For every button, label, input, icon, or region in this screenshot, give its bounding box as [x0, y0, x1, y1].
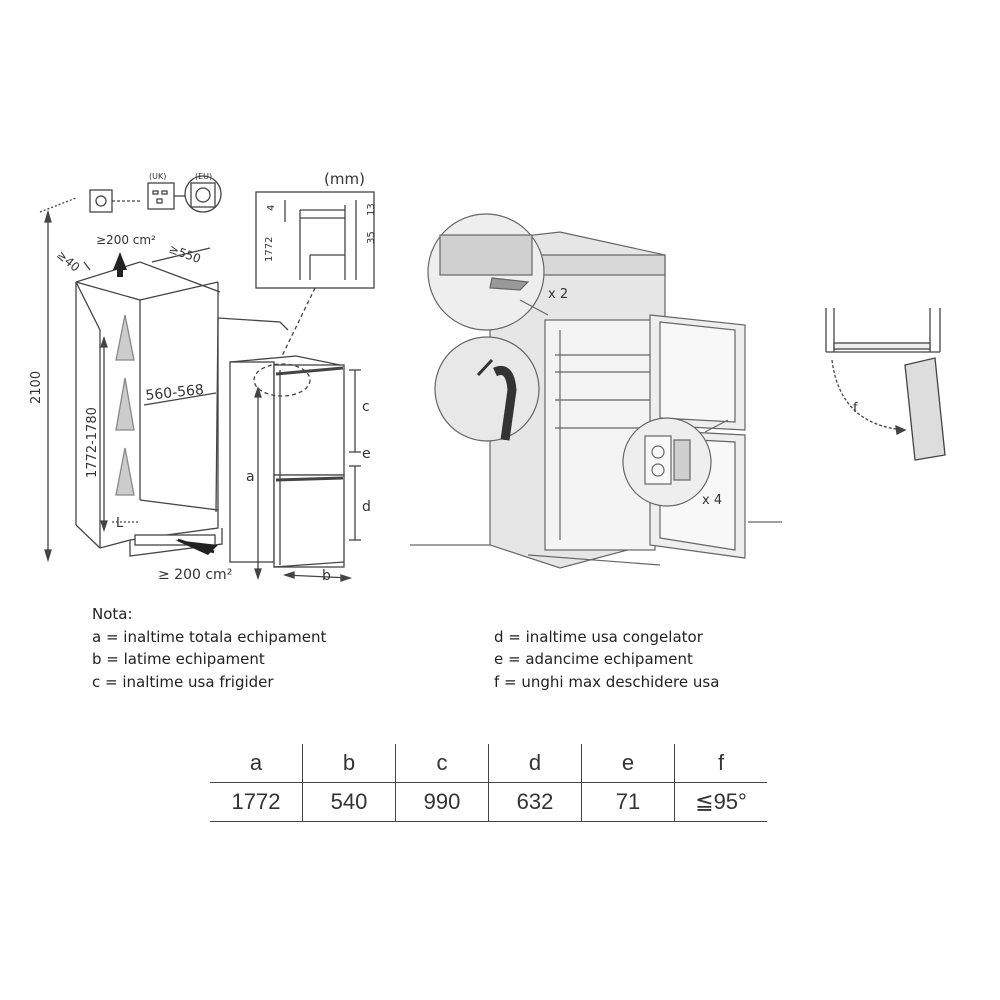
table-header-cell: e [581, 744, 675, 783]
note-e: e = adancime echipament [494, 650, 693, 668]
vent-arrow-icon [113, 252, 127, 277]
count-top: x 2 [548, 287, 568, 302]
table-cell: 71 [581, 782, 675, 822]
table-header-cell: b [302, 744, 396, 783]
label-c: c [362, 399, 370, 415]
label-d: d [362, 499, 371, 515]
label-a: a [246, 469, 255, 485]
table-cell: 1772 [210, 782, 303, 822]
table-header-cell: f [674, 744, 767, 783]
dim-height-range: 1772-1780 [85, 407, 100, 478]
units-label: (mm) [324, 170, 365, 188]
notes-heading: Nota: [92, 605, 133, 623]
table-cell: 540 [302, 782, 396, 822]
eu-socket-circle [184, 175, 222, 213]
dim-width: 560-568 [145, 382, 205, 404]
table-header-cell: c [395, 744, 489, 783]
table-cell: 990 [395, 782, 489, 822]
vent-top-label: ≥200 cm² [96, 233, 156, 247]
notes-left: Nota: a = inaltime totala echipament b =… [92, 603, 326, 693]
notes-right: d = inaltime usa congelator e = adancime… [494, 626, 719, 694]
label-b: b [322, 568, 331, 584]
note-f: f = unghi max deschidere usa [494, 672, 720, 691]
label-f: f [853, 401, 858, 416]
label-e: e [362, 446, 371, 462]
detail-dim-13: 13 [366, 203, 377, 216]
dim-l: L [116, 516, 124, 531]
note-d: d = inaltime usa congelator [494, 627, 703, 646]
detail-dim-35: 35 [366, 231, 377, 244]
detail-inset [255, 191, 375, 289]
table-header-cell: d [488, 744, 582, 783]
table-header-row: a b c d e f [210, 744, 767, 783]
table-row: 1772 540 990 632 71 ≦95° [210, 782, 767, 822]
note-c: c = inaltime usa frigider [92, 672, 274, 691]
count-bottom: x 4 [702, 493, 722, 508]
detail-dim-4: 4 [266, 205, 277, 211]
vent-bottom-label: ≥ 200 cm² [158, 567, 232, 583]
socket-eu-label: (EU) [195, 172, 212, 181]
note-a: a = inaltime totala echipament [92, 627, 327, 646]
open-door-panel [904, 357, 946, 461]
table-cell: 632 [488, 782, 582, 822]
detail-dim-1772: 1772 [264, 237, 275, 262]
freezer-door [273, 474, 345, 568]
table-cell: ≦95° [674, 782, 767, 822]
dim-total-height: 2100 [29, 371, 44, 404]
dimensions-table: a b c d e f 1772 540 990 632 71 ≦95° [210, 744, 767, 822]
note-b: b = latime echipament [92, 650, 265, 668]
table-header-cell: a [210, 744, 303, 783]
socket-uk-label: (UK) [149, 172, 166, 181]
